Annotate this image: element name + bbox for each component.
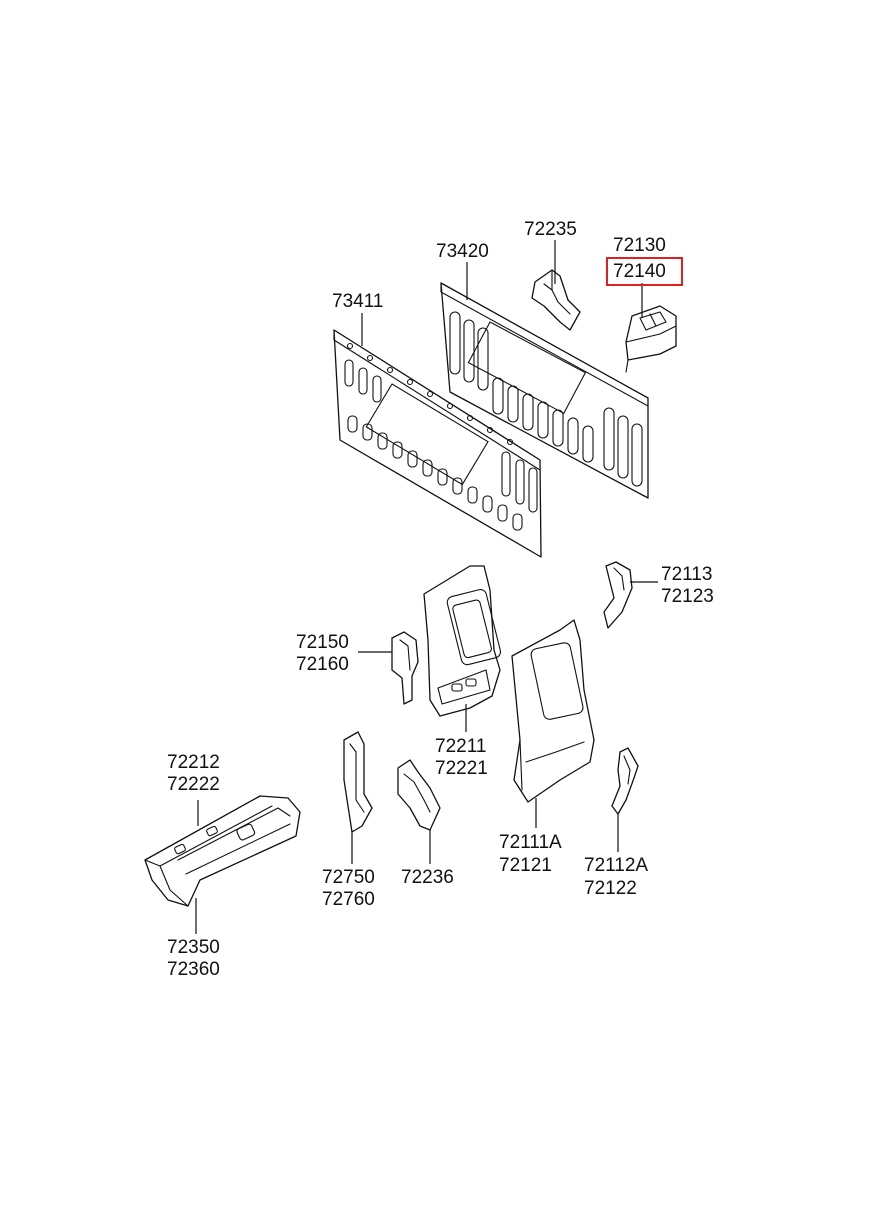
label-72121[interactable]: 72121 bbox=[499, 855, 552, 876]
part-number-labels: 73420 72235 72130 72140 73411 72113 7212… bbox=[167, 219, 714, 980]
label-72760[interactable]: 72760 bbox=[322, 889, 375, 910]
label-73420[interactable]: 73420 bbox=[436, 241, 489, 262]
part-72211-72221-inner-panel[interactable] bbox=[423, 565, 502, 717]
label-72113[interactable]: 72113 bbox=[661, 564, 712, 585]
label-72112A[interactable]: 72112A bbox=[584, 855, 648, 876]
label-72350[interactable]: 72350 bbox=[167, 937, 220, 958]
part-73411-front-panel[interactable] bbox=[333, 329, 542, 558]
label-72122[interactable]: 72122 bbox=[584, 878, 637, 899]
part-72236-bracket[interactable] bbox=[397, 759, 441, 831]
part-72111A-72121-outer-panel[interactable] bbox=[511, 619, 595, 803]
label-72111A[interactable]: 72111A bbox=[499, 832, 562, 853]
label-72140[interactable]: 72140 bbox=[613, 261, 666, 282]
label-72211[interactable]: 72211 bbox=[435, 736, 486, 757]
part-72750-72760-stiffener[interactable] bbox=[343, 731, 373, 833]
label-72750[interactable]: 72750 bbox=[322, 867, 375, 888]
part-72212-72350-floor-rail[interactable] bbox=[144, 795, 301, 907]
label-72212[interactable]: 72212 bbox=[167, 752, 220, 773]
part-72113-72123-bracket[interactable] bbox=[603, 561, 633, 629]
label-72235[interactable]: 72235 bbox=[524, 219, 577, 240]
label-72130[interactable]: 72130 bbox=[613, 235, 666, 256]
label-72150[interactable]: 72150 bbox=[296, 632, 349, 653]
label-72222[interactable]: 72222 bbox=[167, 774, 220, 795]
part-72112A-72122-bracket[interactable] bbox=[611, 747, 639, 815]
label-72360[interactable]: 72360 bbox=[167, 959, 220, 980]
leader-lines bbox=[195, 240, 658, 934]
label-72221[interactable]: 72221 bbox=[435, 758, 488, 779]
part-73420-rear-panel[interactable] bbox=[440, 282, 649, 499]
label-72123[interactable]: 72123 bbox=[661, 586, 714, 607]
label-72160[interactable]: 72160 bbox=[296, 654, 349, 675]
label-73411[interactable]: 73411 bbox=[332, 291, 383, 312]
part-72150-72160-pillar[interactable] bbox=[391, 631, 419, 705]
part-72130-72140-corner-bracket[interactable] bbox=[625, 305, 677, 373]
label-72236[interactable]: 72236 bbox=[401, 867, 454, 888]
part-72235-bracket[interactable] bbox=[531, 269, 581, 331]
highlight-box bbox=[606, 257, 683, 286]
